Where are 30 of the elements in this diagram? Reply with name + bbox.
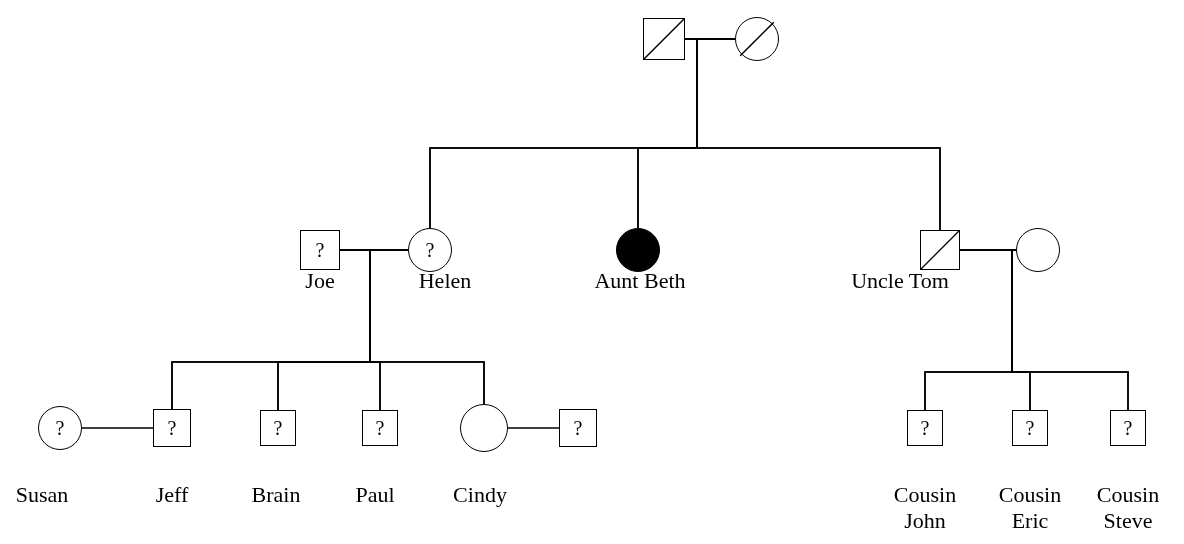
male-square: ? — [300, 230, 340, 270]
person-name: Uncle Tom — [851, 268, 949, 294]
male-square: ? — [1012, 410, 1048, 446]
person-name: Cousin John — [892, 482, 958, 534]
person-name: Susan — [15, 482, 69, 508]
male-square — [920, 230, 960, 270]
person-name: Cousin Steve — [1095, 482, 1161, 534]
person-name: Cindy — [453, 482, 507, 508]
female-circle: ? — [38, 406, 82, 450]
male-square: ? — [559, 409, 597, 447]
male-square: ? — [907, 410, 943, 446]
female-circle: ? — [408, 228, 452, 272]
person-name: Aunt Beth — [594, 268, 686, 294]
descent-line — [81, 427, 154, 429]
descent-line — [369, 249, 485, 405]
person-name: Paul — [355, 482, 395, 508]
person-name: Jeff — [155, 482, 189, 508]
male-square: ? — [362, 410, 398, 446]
female-circle — [616, 228, 660, 272]
descent-line — [507, 427, 560, 429]
person-name: Joe — [305, 268, 335, 294]
female-circle — [460, 404, 508, 452]
female-circle — [1016, 228, 1060, 272]
male-square — [643, 18, 685, 60]
female-circle — [735, 17, 779, 61]
person-name: Cousin Eric — [997, 482, 1063, 534]
person-name: Brain — [251, 482, 301, 508]
male-square: ? — [153, 409, 191, 447]
male-square: ? — [1110, 410, 1146, 446]
male-square: ? — [260, 410, 296, 446]
